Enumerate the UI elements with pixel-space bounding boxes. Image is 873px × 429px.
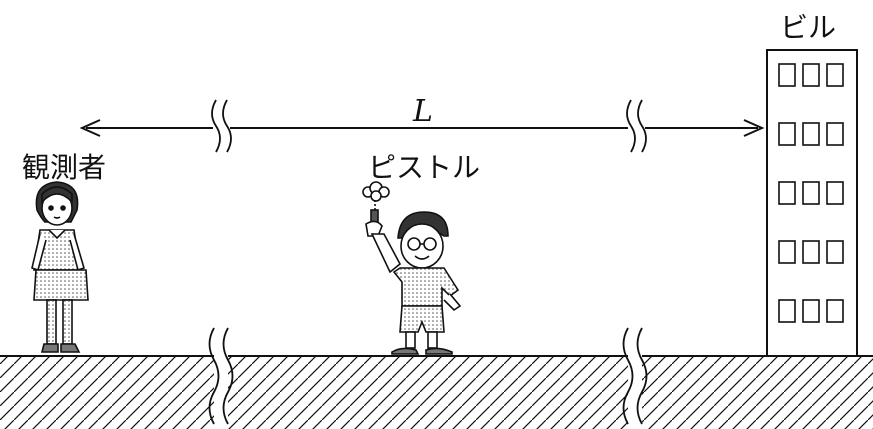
break-mark-ground-left-a <box>208 327 220 425</box>
building-window <box>802 181 820 205</box>
boy-face <box>400 223 444 269</box>
building-window <box>802 240 820 264</box>
building-window <box>826 63 844 87</box>
building-window <box>826 299 844 323</box>
observer-leg-right <box>62 299 73 345</box>
break-gap-ground-left <box>214 328 228 429</box>
observer-skirt <box>33 269 89 301</box>
building-window <box>778 181 796 205</box>
observer-bangs <box>41 186 73 205</box>
building-window <box>778 63 796 87</box>
break-mark-arrow-right-a <box>626 99 636 153</box>
smoke-puff <box>362 181 390 202</box>
building-windows <box>778 63 844 323</box>
boy-shoe-right <box>425 347 453 355</box>
observer-figure <box>31 181 89 353</box>
observer-leg-left <box>46 299 57 345</box>
observer-mouth <box>53 216 61 219</box>
building-window <box>778 240 796 264</box>
ground <box>0 355 873 429</box>
pistol-figure <box>362 181 462 355</box>
observer-shoe-left <box>40 343 59 353</box>
observer-arm-left <box>31 233 47 272</box>
break-mark-arrow-right-b <box>637 99 647 153</box>
break-mark-arrow-left-a <box>211 99 221 153</box>
observer-arm-right <box>69 233 85 272</box>
arrow-head-left <box>79 119 101 137</box>
observer-collar <box>48 229 66 240</box>
observer-eye-left <box>48 205 54 211</box>
building-window <box>826 240 844 264</box>
break-mark-arrow-left-b <box>222 99 232 153</box>
building-window <box>826 181 844 205</box>
distance-label: L <box>413 94 433 129</box>
boy-leg-right <box>427 331 438 349</box>
break-gap-ground-right <box>628 328 642 429</box>
boy-mouth <box>414 255 430 260</box>
break-mark-ground-right-b <box>636 327 648 425</box>
arrow-head-right <box>743 119 765 137</box>
building-window <box>802 122 820 146</box>
building-window <box>802 63 820 87</box>
building <box>766 49 858 357</box>
pistol-arm-raised <box>370 233 402 274</box>
distance-arrow <box>79 119 765 137</box>
boy-shirt <box>392 267 460 307</box>
boy-shorts <box>399 305 445 333</box>
ground-hatching <box>0 356 873 429</box>
break-mark-ground-right-a <box>622 327 634 425</box>
building-label: ビル <box>780 11 837 44</box>
observer-shoe-right <box>60 343 81 353</box>
building-window <box>778 299 796 323</box>
building-window <box>778 122 796 146</box>
boy-leg-left <box>405 331 416 349</box>
observer-label: 観測者 <box>22 151 107 184</box>
break-mark-ground-left-b <box>222 327 234 425</box>
break-marks <box>208 99 648 429</box>
building-window <box>826 122 844 146</box>
observer-eye-right <box>60 205 66 211</box>
building-window <box>802 299 820 323</box>
boy-arm-right <box>443 293 462 312</box>
boy-shoe-left <box>391 347 420 355</box>
pistol-label: ピストル <box>368 151 481 184</box>
